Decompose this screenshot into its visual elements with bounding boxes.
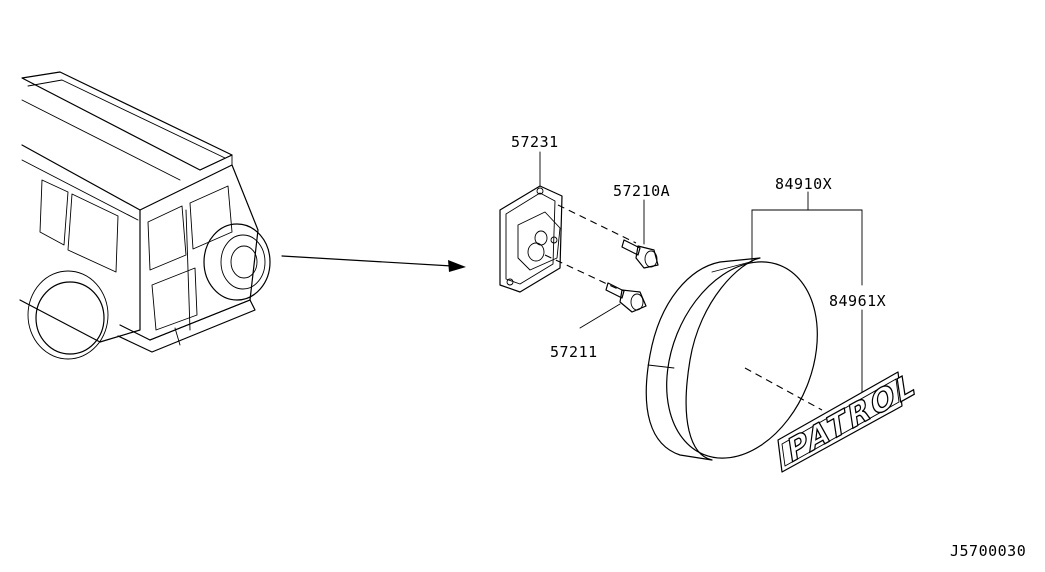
dashed-guide-bolt-b xyxy=(544,254,621,291)
vehicle-rear-illustration xyxy=(19,71,271,360)
part-label-84961X: 84961X xyxy=(829,292,886,310)
bolt-b-illustration xyxy=(605,282,647,313)
direction-arrow xyxy=(281,255,466,272)
emblem-text: PATROL xyxy=(783,366,922,470)
dashed-guide-bolt-a xyxy=(557,204,637,244)
patrol-emblem: PATROL xyxy=(777,365,923,473)
bracket-illustration xyxy=(499,185,563,293)
part-label-84910X: 84910X xyxy=(775,175,832,193)
leader-bolt-b xyxy=(579,303,621,329)
part-label-57231: 57231 xyxy=(511,133,559,151)
tire-cover-illustration xyxy=(645,257,818,461)
part-label-57211: 57211 xyxy=(550,343,598,361)
dashed-guide-emblem xyxy=(744,367,823,411)
leader-tire-cover xyxy=(751,191,863,286)
bolt-a-illustration xyxy=(621,239,659,269)
part-label-57210A: 57210A xyxy=(613,182,670,200)
diagram-code: J5700030 xyxy=(950,542,1026,560)
